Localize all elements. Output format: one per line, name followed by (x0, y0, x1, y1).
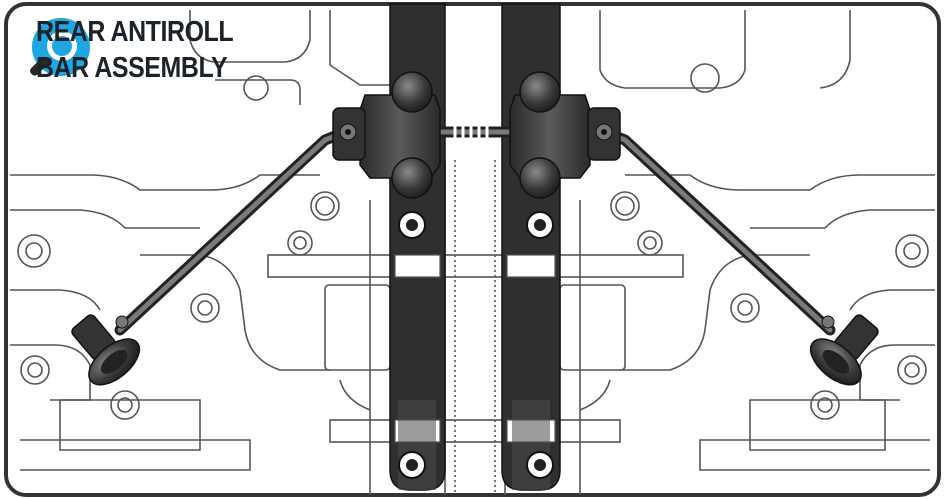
title-line-2: BAR ASSEMBLY (36, 52, 228, 84)
title-line-1: REAR ANTIROLL (36, 16, 234, 48)
bolt-heads (391, 71, 561, 479)
pivot-blocks (332, 94, 621, 179)
page-title: REAR ANTIROLL BAR ASSEMBLY (36, 14, 234, 86)
chassis-line-art (10, 10, 935, 495)
title-block: REAR ANTIROLL BAR ASSEMBLY (22, 14, 265, 86)
antiroll-bar (114, 126, 836, 336)
end-links (71, 314, 879, 386)
frame-border (4, 2, 941, 497)
